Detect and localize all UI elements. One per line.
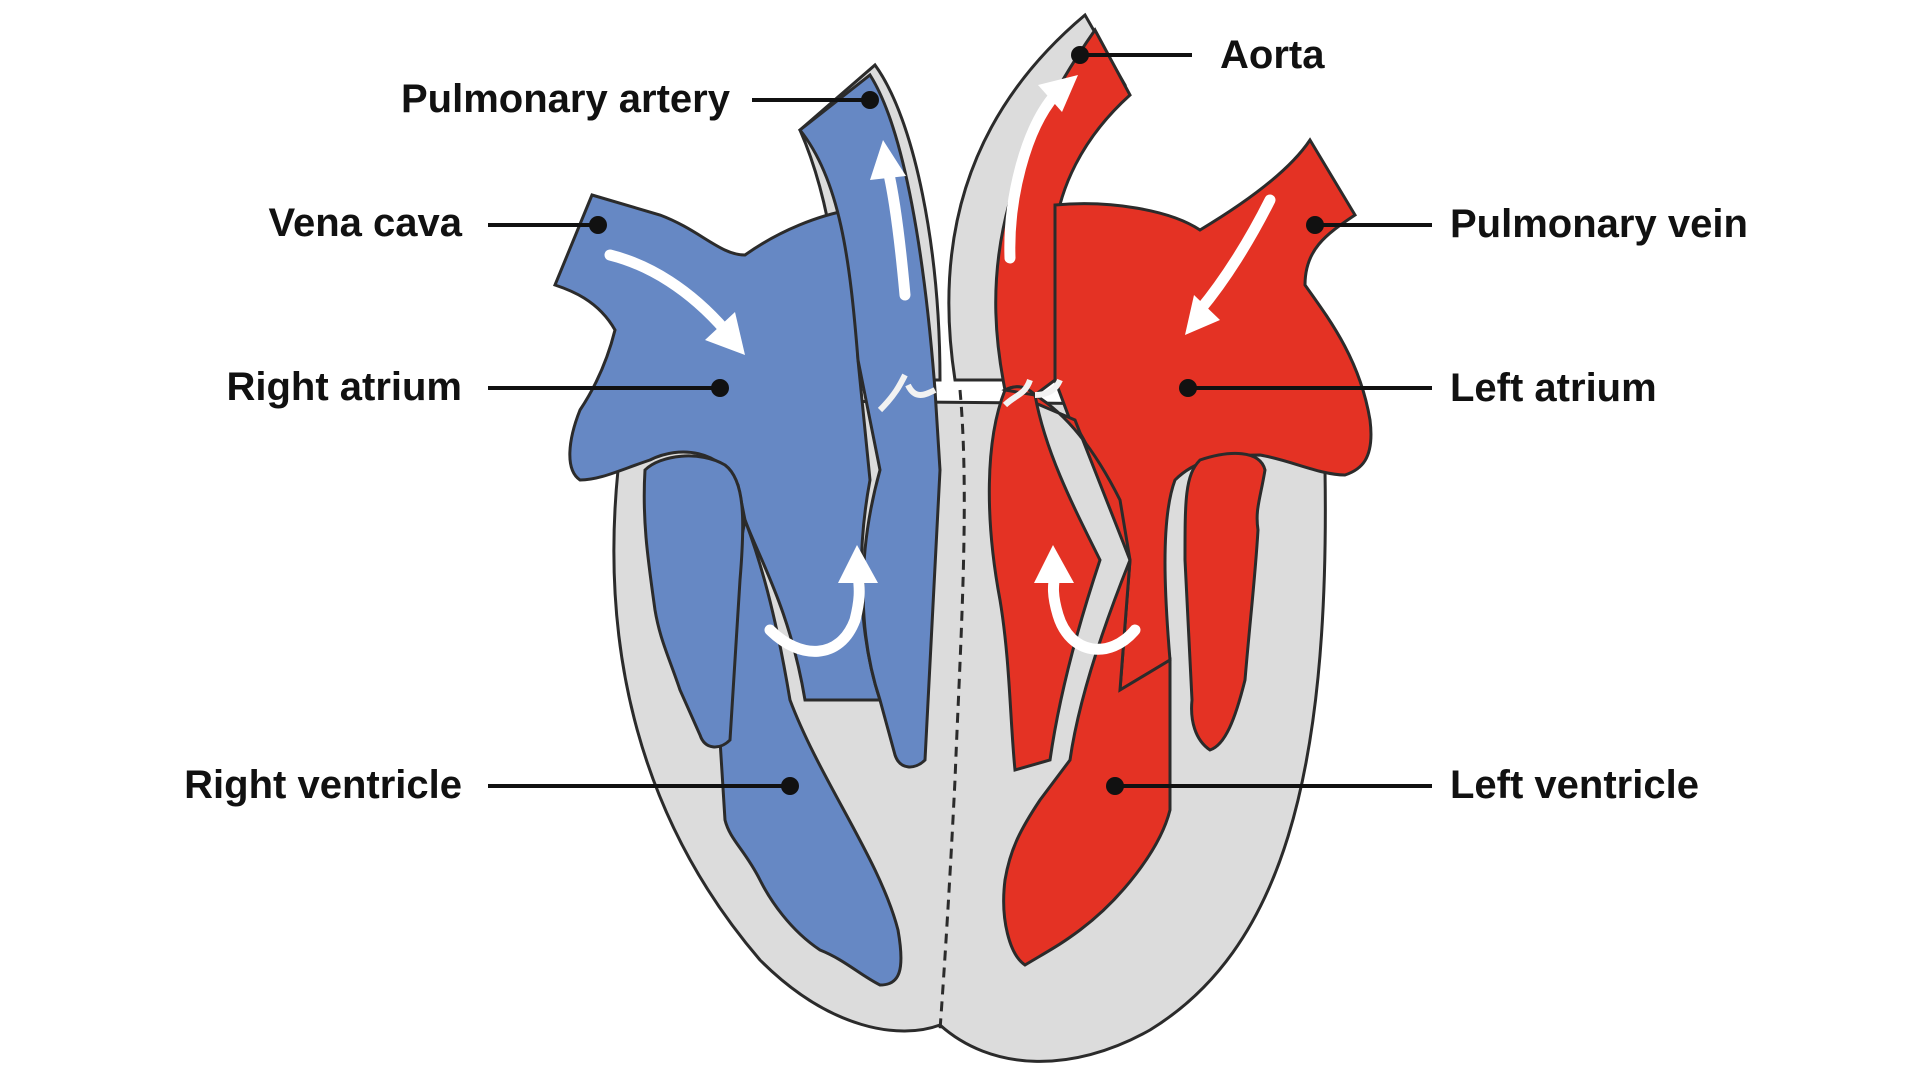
aortic-valve <box>1002 378 1063 408</box>
septum-line <box>938 389 966 1031</box>
label-right-atrium: Right atrium <box>226 365 462 409</box>
flow-arrowhead-vena-cava <box>705 312 745 355</box>
dot-left-ventricle <box>1106 777 1124 795</box>
label-pulmonary-artery: Pulmonary artery <box>401 77 731 121</box>
label-left-atrium: Left atrium <box>1450 366 1657 410</box>
pulmonary-valve <box>877 373 937 413</box>
dot-left-atrium <box>1179 379 1197 397</box>
flow-arrowhead-left-ventricle <box>1034 545 1074 583</box>
flow-arrow-right-ventricle <box>764 569 865 657</box>
flow-arrow-pulmonary-vein <box>1194 194 1276 316</box>
dot-right-ventricle <box>781 777 799 795</box>
flow-arrow-aorta <box>1004 89 1061 264</box>
dot-right-atrium <box>711 379 729 397</box>
label-right-ventricle: Right ventricle <box>184 763 462 807</box>
label-left-ventricle: Left ventricle <box>1450 763 1699 807</box>
flow-arrow-vena-cava <box>604 249 731 336</box>
left-atrium-chamber <box>1053 137 1373 693</box>
flow-arrow-left-ventricle <box>1047 569 1141 655</box>
label-pulmonary-vein: Pulmonary vein <box>1450 202 1748 246</box>
dot-pulmonary-artery <box>861 91 879 109</box>
label-vena-cava: Vena cava <box>269 201 463 245</box>
right-ventricle-chamber <box>718 514 903 987</box>
flow-arrowhead-aorta <box>1038 75 1078 112</box>
dot-pulmonary-vein <box>1306 216 1324 234</box>
left-ventricle-lobe <box>1183 451 1267 752</box>
flow-arrowhead-pulmonary-vein <box>1185 295 1220 335</box>
dot-vena-cava <box>589 216 607 234</box>
label-aorta: Aorta <box>1220 33 1325 77</box>
dot-aorta <box>1071 46 1089 64</box>
flow-arrowhead-right-ventricle <box>838 545 878 583</box>
flow-arrow-pulmonary-artery <box>882 164 911 301</box>
right-ventricle-lobe <box>642 454 745 749</box>
left-ventricle-chamber <box>1001 385 1172 967</box>
flow-arrowhead-pulmonary-artery <box>870 140 906 180</box>
